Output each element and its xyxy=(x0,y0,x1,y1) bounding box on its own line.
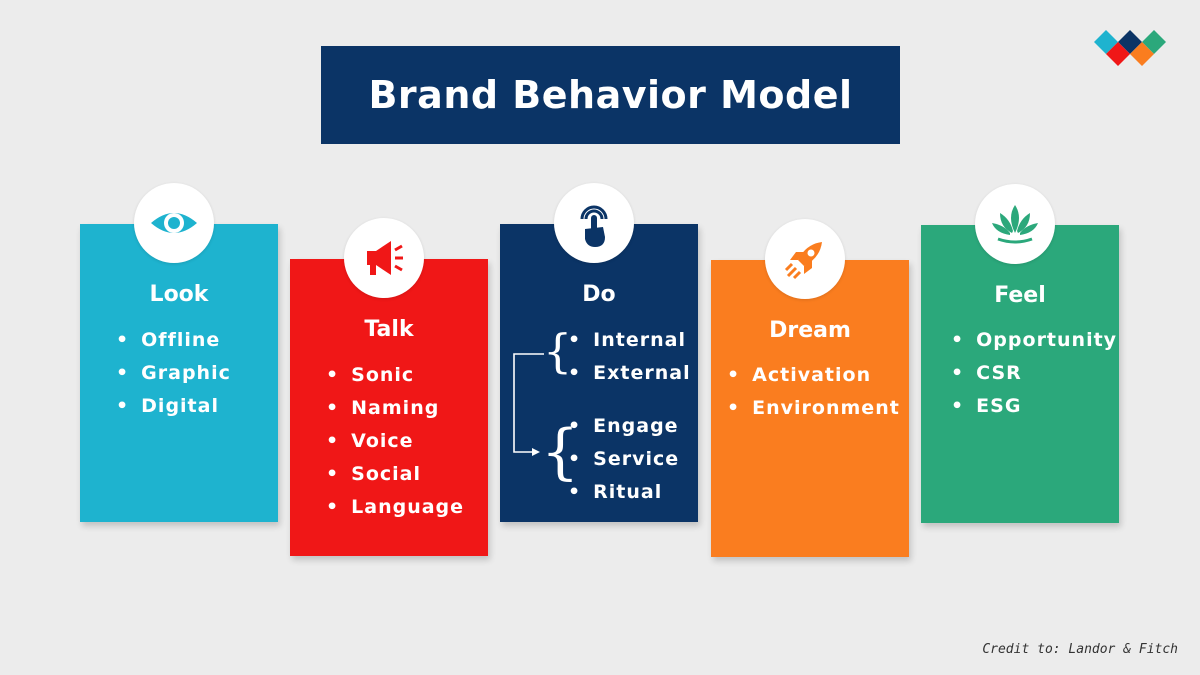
card-dream: Dream Activation Environment xyxy=(711,260,909,557)
card-look: Look Offline Graphic Digital xyxy=(80,224,278,522)
title-banner: Brand Behavior Model xyxy=(321,46,900,144)
card-dream-list: Activation Environment xyxy=(727,359,900,425)
card-feel-title: Feel xyxy=(994,283,1046,308)
eye-icon xyxy=(151,213,197,233)
list-item: Activation xyxy=(727,359,900,392)
look-icon-circle xyxy=(134,183,214,263)
list-item: Social xyxy=(326,458,464,491)
card-feel: Feel Opportunity CSR ESG xyxy=(921,225,1119,523)
card-look-title: Look xyxy=(149,282,209,307)
do-icon-circle xyxy=(554,183,634,263)
list-item: Environment xyxy=(727,392,900,425)
touch-hand-icon xyxy=(580,205,608,247)
card-talk-title: Talk xyxy=(364,317,414,342)
connector-arrow xyxy=(513,353,544,456)
list-item: Internal xyxy=(568,324,691,357)
card-do-list-group1: Internal External xyxy=(568,324,691,390)
card-talk: Talk Sonic Naming Voice Social Language xyxy=(290,259,488,556)
list-item: ESG xyxy=(951,390,1117,423)
page-title: Brand Behavior Model xyxy=(368,73,853,117)
megaphone-icon xyxy=(367,241,403,275)
card-do-list-group2: Engage Service Ritual xyxy=(568,410,679,509)
credit-text: Credit to: Landor & Fitch xyxy=(982,642,1178,657)
card-talk-list: Sonic Naming Voice Social Language xyxy=(326,359,464,524)
list-item: External xyxy=(568,357,691,390)
list-item: Engage xyxy=(568,410,679,443)
card-do-title: Do xyxy=(582,282,616,307)
list-item: Ritual xyxy=(568,476,679,509)
list-item: Language xyxy=(326,491,464,524)
card-do: Do { Internal External { Engage Service … xyxy=(500,224,698,522)
list-item: CSR xyxy=(951,357,1117,390)
rocket-icon xyxy=(784,242,822,280)
list-item: Offline xyxy=(116,324,231,357)
list-item: Graphic xyxy=(116,357,231,390)
list-item: Sonic xyxy=(326,359,464,392)
card-feel-list: Opportunity CSR ESG xyxy=(951,324,1117,423)
dream-icon-circle xyxy=(765,219,845,299)
brand-logo xyxy=(1094,30,1166,66)
list-item: Voice xyxy=(326,425,464,458)
lotus-icon xyxy=(992,205,1038,244)
card-dream-title: Dream xyxy=(769,318,851,343)
feel-icon-circle xyxy=(975,184,1055,264)
list-item: Naming xyxy=(326,392,464,425)
list-item: Digital xyxy=(116,390,231,423)
list-item: Opportunity xyxy=(951,324,1117,357)
talk-icon-circle xyxy=(344,218,424,298)
list-item: Service xyxy=(568,443,679,476)
card-look-list: Offline Graphic Digital xyxy=(116,324,231,423)
